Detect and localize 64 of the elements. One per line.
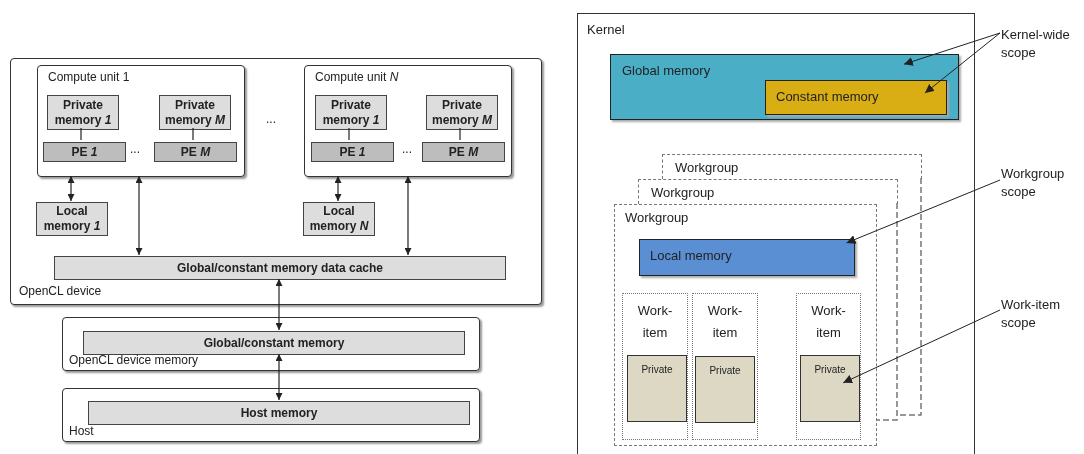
private-memory-box: Private xyxy=(695,356,755,423)
local-memory-box: Local memory xyxy=(639,239,855,276)
memory-box: Private memory 1 xyxy=(47,95,119,130)
work-item-panel xyxy=(796,293,861,440)
ellipsis-label: ... xyxy=(130,142,140,156)
arrow xyxy=(67,175,75,202)
workgroup-panel xyxy=(614,204,877,446)
compute-unit-panel xyxy=(37,65,245,177)
panel-title: Workgroup xyxy=(625,211,689,224)
arrow xyxy=(275,278,283,331)
connector-line xyxy=(192,127,194,141)
panel-title: Kernel xyxy=(587,23,625,36)
private-memory-box: Private xyxy=(627,355,687,422)
arrow xyxy=(275,353,283,401)
panel-title: Global memory xyxy=(622,64,711,77)
memory-bar: Host memory xyxy=(88,401,470,425)
processing-element-box: PE 1 xyxy=(43,142,126,162)
processing-element-box: PE M xyxy=(154,142,237,162)
device-memory-panel xyxy=(62,317,480,371)
work-item-label: Work-item xyxy=(810,302,847,342)
cache-bar: Global/constant memory data cache xyxy=(54,256,506,280)
connector-line xyxy=(348,127,350,141)
connector-line xyxy=(459,127,461,141)
panel-title: Workgroup xyxy=(675,161,739,174)
arrow xyxy=(334,175,342,202)
leader-line xyxy=(842,309,1001,384)
ellipsis-label: ... xyxy=(402,142,412,156)
panel-title: OpenCL device memory xyxy=(69,354,198,367)
global-memory-box xyxy=(610,54,959,120)
processing-element-box: PE 1 xyxy=(311,142,394,162)
work-item-panel xyxy=(622,293,688,440)
panel-title: Compute unit 1 xyxy=(48,71,130,84)
leader-line xyxy=(924,32,1001,94)
scope-annotation: Kernel-wide scope xyxy=(1001,26,1081,66)
work-item-panel xyxy=(692,293,758,440)
arrow xyxy=(404,175,412,256)
memory-box: Private memory M xyxy=(159,95,231,130)
scope-annotation: Workgroup scope xyxy=(1001,165,1081,205)
device-panel xyxy=(10,58,542,305)
constant-memory-box: Constant memory xyxy=(765,80,947,115)
panel-title: OpenCL device xyxy=(19,285,102,298)
memory-box: Private memory M xyxy=(426,95,498,130)
memory-box: Local memory N xyxy=(303,202,375,236)
leader-line xyxy=(846,179,1001,244)
connector-line xyxy=(80,127,82,141)
panel-title: Compute unit N xyxy=(315,71,399,84)
leader-line xyxy=(903,32,1001,66)
arrow xyxy=(135,175,143,256)
workgroup-panel xyxy=(662,154,922,179)
scope-annotation: Work-item scope xyxy=(1001,296,1081,336)
memory-box: Private memory 1 xyxy=(315,95,387,130)
private-memory-box: Private xyxy=(800,355,860,422)
processing-element-box: PE M xyxy=(422,142,505,162)
memory-box: Local memory 1 xyxy=(36,202,108,236)
work-item-label: Work-item xyxy=(636,302,674,342)
compute-unit-panel xyxy=(304,65,512,177)
workgroup-panel xyxy=(638,179,898,204)
panel-title: Host xyxy=(69,425,94,438)
panel-title: Workgroup xyxy=(651,186,715,199)
kernel-panel xyxy=(577,13,975,454)
host-panel xyxy=(62,388,480,442)
ellipsis-label: ... xyxy=(266,112,276,126)
memory-bar: Global/constant memory xyxy=(83,331,465,355)
work-item-label: Work-item xyxy=(706,302,744,342)
